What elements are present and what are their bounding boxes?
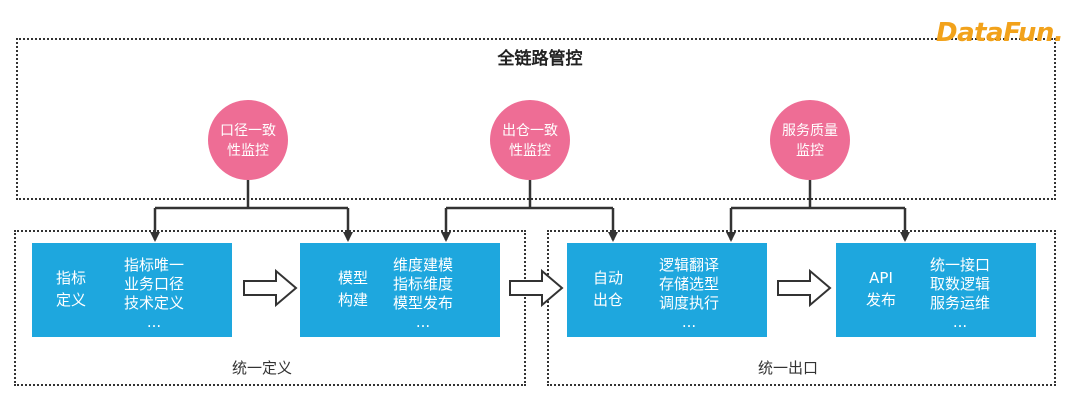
stage-details: 维度建模 指标维度 模型发布 ... — [393, 256, 454, 331]
unified-definition-label: 统一定义 — [232, 359, 293, 377]
stage-auto-export: 自动 出仓 逻辑翻译 存储选型 调度执行 ... — [567, 243, 767, 337]
caliber-consistency-monitor: 口径一致 性监控 — [208, 100, 288, 180]
datafun-logo: DataFun. — [936, 18, 1064, 48]
export-consistency-monitor: 出仓一致 性监控 — [490, 100, 570, 180]
unified-export-frame — [547, 230, 1056, 386]
stage-model-build: 模型 构建 维度建模 指标维度 模型发布 ... — [300, 243, 500, 337]
stage-metric-definition: 指标 定义 指标唯一 业务口径 技术定义 ... — [32, 243, 232, 337]
stage-name: 模型 构建 — [338, 269, 369, 309]
flow-arrow-1 — [243, 268, 298, 308]
stage-details: 统一接口 取数逻辑 服务运维 ... — [930, 256, 991, 331]
service-quality-monitor: 服务质量 监控 — [770, 100, 850, 180]
stage-name: API 发布 — [866, 269, 897, 309]
unified-definition-frame — [14, 230, 526, 386]
flow-arrow-2 — [509, 268, 564, 308]
stage-details: 逻辑翻译 存储选型 调度执行 ... — [659, 256, 720, 331]
flow-arrow-3 — [777, 268, 832, 308]
stage-name: 自动 出仓 — [593, 269, 624, 309]
stage-name: 指标 定义 — [56, 269, 87, 309]
full-chain-control-title: 全链路管控 — [497, 49, 583, 69]
stage-api-publish: API 发布 统一接口 取数逻辑 服务运维 ... — [836, 243, 1036, 337]
unified-export-label: 统一出口 — [758, 359, 819, 377]
stage-details: 指标唯一 业务口径 技术定义 ... — [124, 256, 185, 331]
full-chain-control-frame — [16, 38, 1056, 200]
